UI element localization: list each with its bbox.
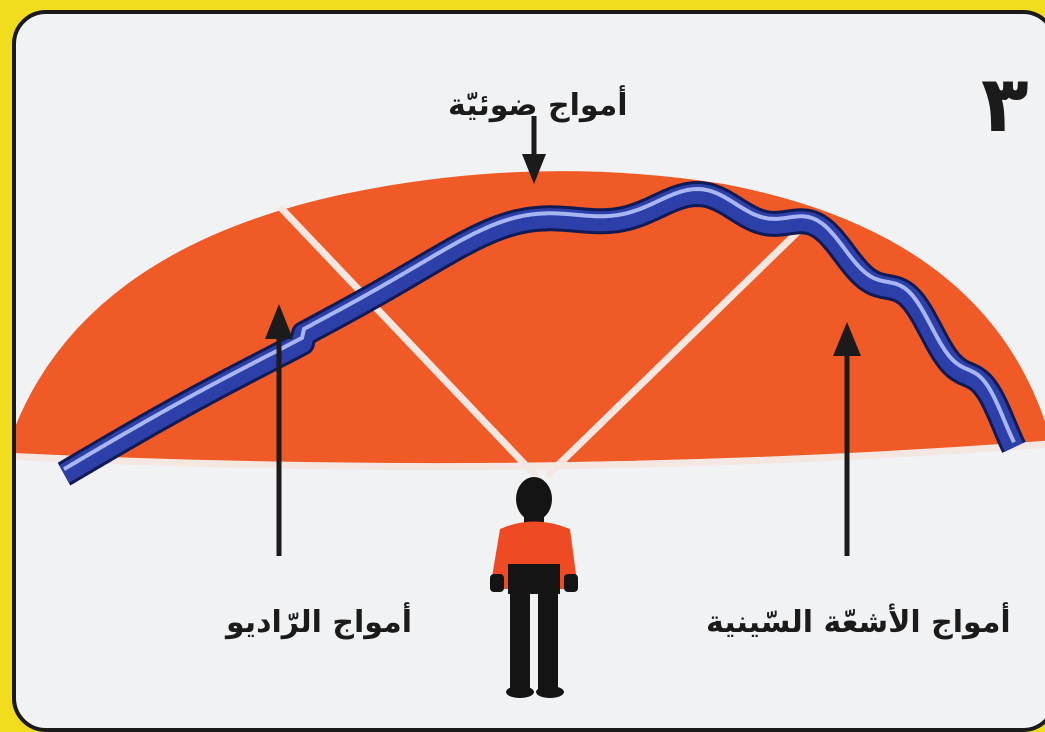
- figure-panel: ٣ أمواج ضوئيّة أمواج الرّاديو أمواج الأش…: [12, 10, 1045, 732]
- radio-waves-label: أمواج الرّاديو: [226, 605, 412, 640]
- x-rays-label: أمواج الأشعّة السّينية: [706, 605, 1011, 640]
- figure-number: ٣: [981, 66, 1029, 144]
- light-waves-label: أمواج ضوئيّة: [448, 88, 628, 123]
- person-icon: [490, 477, 578, 698]
